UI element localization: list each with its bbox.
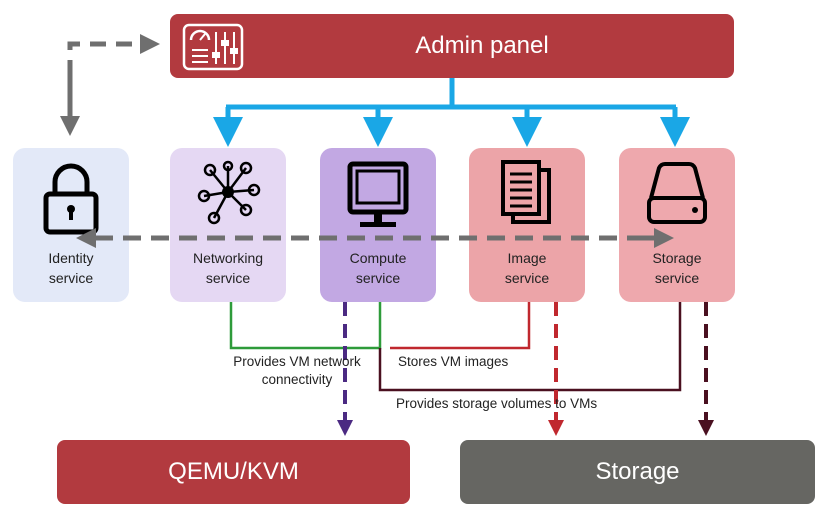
identity-admin-dashed-arrow bbox=[60, 34, 160, 136]
documents-icon bbox=[501, 160, 551, 224]
storage-volumes-note: Provides storage volumes to VMs bbox=[396, 396, 598, 411]
networking-label-line2: service bbox=[205, 270, 251, 286]
storage-label: Storage bbox=[595, 458, 680, 485]
control-panel-icon bbox=[182, 23, 244, 71]
compute-label-line1: Compute bbox=[349, 250, 407, 266]
admin-distribution-arrows bbox=[213, 78, 690, 147]
monitor-icon bbox=[347, 161, 409, 227]
compute-service: Compute service bbox=[320, 148, 436, 302]
networking-label-line1: Networking bbox=[192, 250, 264, 266]
storage-label-line2: service bbox=[654, 270, 700, 286]
image-service: Image service bbox=[469, 148, 585, 302]
image-store-line bbox=[390, 302, 531, 350]
qemu-kvm-label: QEMU/KVM bbox=[168, 458, 299, 485]
networking-service: Networking service bbox=[170, 148, 286, 302]
storage-service: Storage service bbox=[619, 148, 735, 302]
hard-drive-icon bbox=[647, 162, 707, 224]
identity-label-line2: service bbox=[48, 270, 94, 286]
qemu-kvm-box: QEMU/KVM bbox=[57, 440, 410, 504]
identity-service: Identity service bbox=[13, 148, 129, 302]
compute-label-line2: service bbox=[355, 270, 401, 286]
network-connectivity-note: Provides VM network connectivity bbox=[233, 354, 361, 387]
network-nodes-icon bbox=[197, 160, 261, 225]
padlock-icon bbox=[43, 163, 99, 235]
storage-volumes-line bbox=[378, 302, 682, 392]
image-label-line2: service bbox=[504, 270, 550, 286]
image-label-line1: Image bbox=[507, 250, 547, 266]
storage-label-line1: Storage bbox=[652, 250, 702, 266]
vm-images-note: Stores VM images bbox=[398, 354, 509, 369]
storage-box: Storage bbox=[460, 440, 815, 504]
admin-panel: Admin panel bbox=[170, 14, 734, 78]
network-connectivity-line bbox=[229, 302, 382, 350]
admin-panel-label: Admin panel bbox=[415, 32, 549, 59]
identity-label-line1: Identity bbox=[48, 250, 94, 266]
